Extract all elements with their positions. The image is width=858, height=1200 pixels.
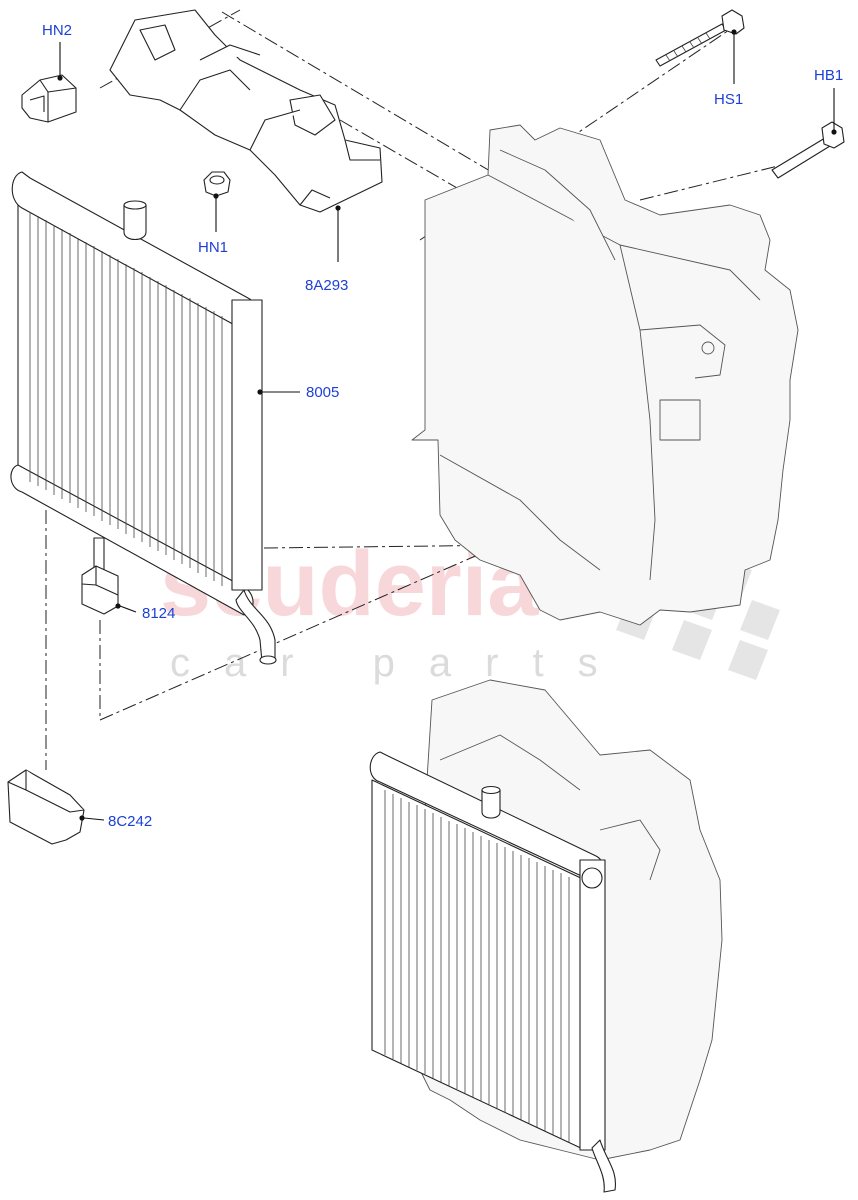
bracket-8c242	[7, 769, 85, 845]
mount-8124	[81, 565, 119, 615]
radiator-8005	[10, 171, 277, 665]
label-8c242: 8C242	[108, 813, 152, 830]
bolt-hb1	[771, 121, 845, 179]
screw-hs1	[655, 9, 745, 67]
label-8124: 8124	[142, 605, 175, 622]
label-hb1: HB1	[814, 67, 843, 84]
label-hn2: HN2	[42, 22, 72, 39]
assembled-radiator-shroud	[369, 679, 723, 1193]
nut-hn1	[203, 171, 231, 197]
watermark-tagline: car parts	[170, 641, 632, 685]
label-8005: 8005	[306, 384, 339, 401]
label-hs1: HS1	[714, 91, 743, 108]
leaders	[57, 29, 837, 821]
assembled-radiator-fins	[384, 790, 570, 1142]
radiator-fins	[29, 212, 223, 586]
label-8a293: 8A293	[305, 277, 348, 294]
part-labels: HN2 HN1 8A293 HS1 HB1 8005 8124 8C242	[42, 22, 843, 830]
upper-mounting-bracket	[109, 9, 383, 213]
clip-hn2	[21, 74, 77, 123]
label-hn1: HN1	[198, 239, 228, 256]
radiator-support-shroud	[411, 124, 799, 626]
